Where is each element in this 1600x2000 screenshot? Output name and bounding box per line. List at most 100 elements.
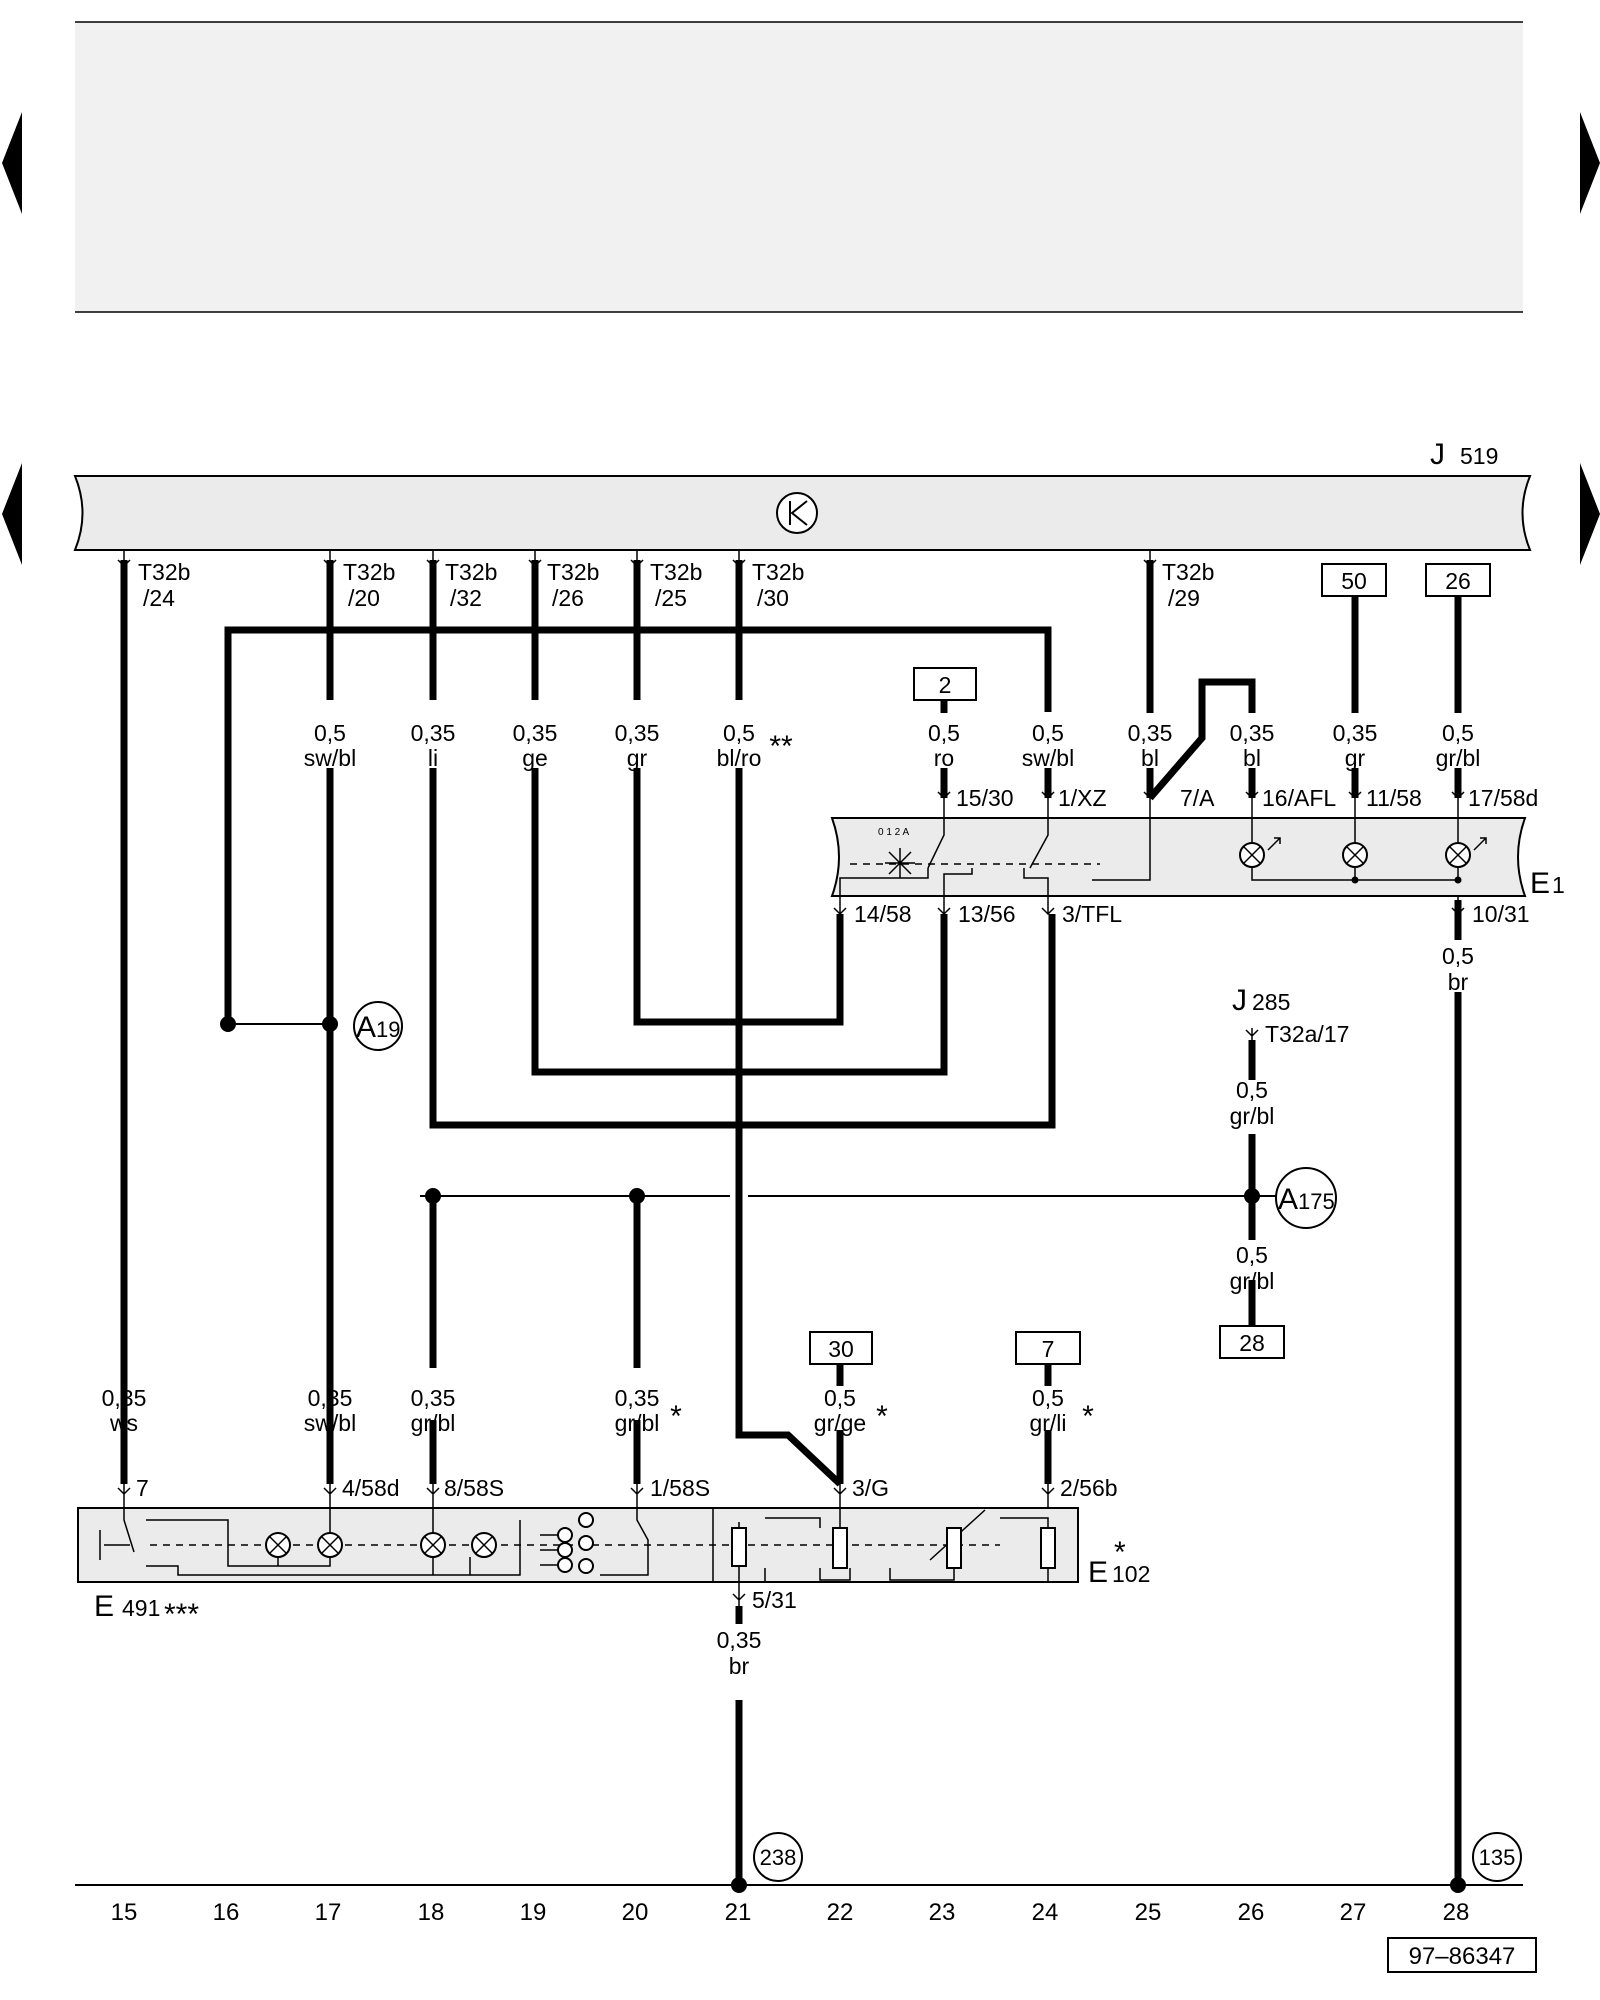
pin-label: 10/31 [1472, 901, 1530, 927]
wire-size: 0,35 [1230, 720, 1275, 746]
wire-color: sw/bl [304, 1410, 356, 1436]
svg-text:15: 15 [111, 1899, 138, 1926]
wire-color: bl [1243, 745, 1261, 771]
j285-connector: T32a/17 [1265, 1021, 1349, 1047]
svg-text:22: 22 [827, 1899, 854, 1926]
wire-color: ro [934, 745, 954, 771]
pin-label: 1/58S [650, 1475, 710, 1501]
pin-label: 3/G [852, 1475, 889, 1501]
pin-number: /32 [450, 585, 482, 611]
pin-label: T32b [752, 559, 804, 585]
pin-number: /30 [757, 585, 789, 611]
header-panel [75, 22, 1523, 312]
e1-light-switch [830, 817, 1527, 897]
junction-number: 175 [1298, 1189, 1335, 1214]
j285-number: 285 [1252, 989, 1290, 1015]
wire-mark: ** [769, 730, 793, 763]
e102-number: 102 [1112, 1561, 1150, 1587]
wire-size: 0,5 [1442, 720, 1474, 746]
svg-text:19: 19 [520, 1899, 547, 1926]
wire-size: 0,35 [615, 1385, 660, 1411]
wire-color: gr/ge [814, 1410, 866, 1436]
e1-letter: E [1530, 867, 1550, 900]
document-number: 97–86347 [1409, 1943, 1516, 1970]
wire-size: 0,5 [1236, 1077, 1268, 1103]
pin-label: T32b [650, 559, 702, 585]
e102-letter: E [1088, 1556, 1108, 1589]
ref-box-label: 50 [1341, 568, 1367, 594]
e102-mark: * [1114, 1536, 1126, 1569]
pin-label: 17/58d [1468, 785, 1538, 811]
reference-boxes: 50 26 2 30 7 28 [809, 563, 1491, 1365]
e491-mark: *** [164, 1598, 199, 1631]
wire-size: 0,5 [1236, 1242, 1268, 1268]
wire-color: ws [109, 1410, 138, 1436]
wire-size: 0,35 [717, 1627, 762, 1653]
ref-box-label: 30 [828, 1336, 854, 1362]
wire-size: 0,35 [102, 1385, 147, 1411]
wire-size: 0,5 [1442, 943, 1474, 969]
pin-number: /26 [552, 585, 584, 611]
wire-mark: * [876, 1400, 888, 1433]
svg-text:28: 28 [1443, 1899, 1470, 1926]
pin-label: 16/AFL [1262, 785, 1336, 811]
e1-number: 1 [1552, 872, 1565, 898]
ref-box-label: 28 [1239, 1330, 1265, 1356]
wire-size: 0,35 [411, 720, 456, 746]
junction-a19 [353, 1001, 403, 1051]
triangle-right-icon[interactable] [1580, 112, 1600, 214]
pin-label: 7/A [1180, 785, 1215, 811]
junction-number: 19 [376, 1017, 400, 1042]
pin-label: 3/TFL [1062, 901, 1122, 927]
j519-letter: J [1430, 438, 1445, 471]
svg-text:27: 27 [1340, 1899, 1367, 1926]
wire-size: 0,35 [615, 720, 660, 746]
e102-pins: 7 4/58d 8/58S 1/58S 3/G 2/56b 5/31 [136, 1475, 1118, 1613]
pin-label: 4/58d [342, 1475, 400, 1501]
e1-scale: 0 1 2 A [878, 827, 909, 838]
wire-labels-lower: 0,35 ws 0,35 sw/bl 0,35 gr/bl 0,35 gr/bl… [102, 1385, 1095, 1436]
wire-color: ge [522, 745, 548, 771]
e102-internals [99, 1508, 1056, 1583]
j285-letter: J [1232, 984, 1247, 1017]
wire-size: 0,35 [1333, 720, 1378, 746]
wire-color: gr/bl [1230, 1103, 1275, 1129]
junction-letter: A [1278, 1183, 1298, 1216]
pin-label: 11/58 [1366, 785, 1422, 811]
can-bus-icon [776, 492, 818, 534]
svg-text:17: 17 [315, 1899, 342, 1926]
wire-color: li [428, 745, 438, 771]
junction-a175 [1275, 1167, 1337, 1229]
j519-pins: T32b /24 T32b /20 T32b /32 T32b /26 T32b… [117, 550, 1214, 611]
wire-size: 0,5 [928, 720, 960, 746]
wire-size: 0,35 [513, 720, 558, 746]
wire-size: 0,5 [314, 720, 346, 746]
svg-text:20: 20 [622, 1899, 649, 1926]
pin-number: /25 [655, 585, 687, 611]
wire-color: sw/bl [1022, 745, 1074, 771]
wire-size: 0,5 [824, 1385, 856, 1411]
e491-letter: E [94, 1590, 114, 1623]
pin-label: 13/56 [958, 901, 1016, 927]
wire-size: 0,35 [411, 1385, 456, 1411]
pin-label: 2/56b [1060, 1475, 1118, 1501]
wire-size: 0,35 [1128, 720, 1173, 746]
pin-number: /20 [348, 585, 380, 611]
junction-letter: A [356, 1011, 376, 1044]
wire-color: br [1448, 969, 1469, 995]
wire-color: bl [1141, 745, 1159, 771]
e491-number: 491 [122, 1595, 160, 1621]
pin-label: 14/58 [854, 901, 912, 927]
wire-color: gr/bl [411, 1410, 456, 1436]
triangle-right-icon[interactable] [1580, 463, 1600, 565]
e1-pins-bottom: 14/58 13/56 3/TFL 10/31 [854, 901, 1530, 927]
wire-mark: * [670, 1400, 682, 1433]
wire-color: br [729, 1653, 750, 1679]
triangle-left-icon[interactable] [2, 463, 22, 565]
pin-label: 1/XZ [1058, 785, 1107, 811]
wire-color: sw/bl [304, 745, 356, 771]
triangle-left-icon[interactable] [2, 112, 22, 214]
e1-internals: 0 1 2 A [839, 818, 1487, 896]
wire-color: gr [627, 745, 648, 771]
pin-label: T32b [1162, 559, 1214, 585]
